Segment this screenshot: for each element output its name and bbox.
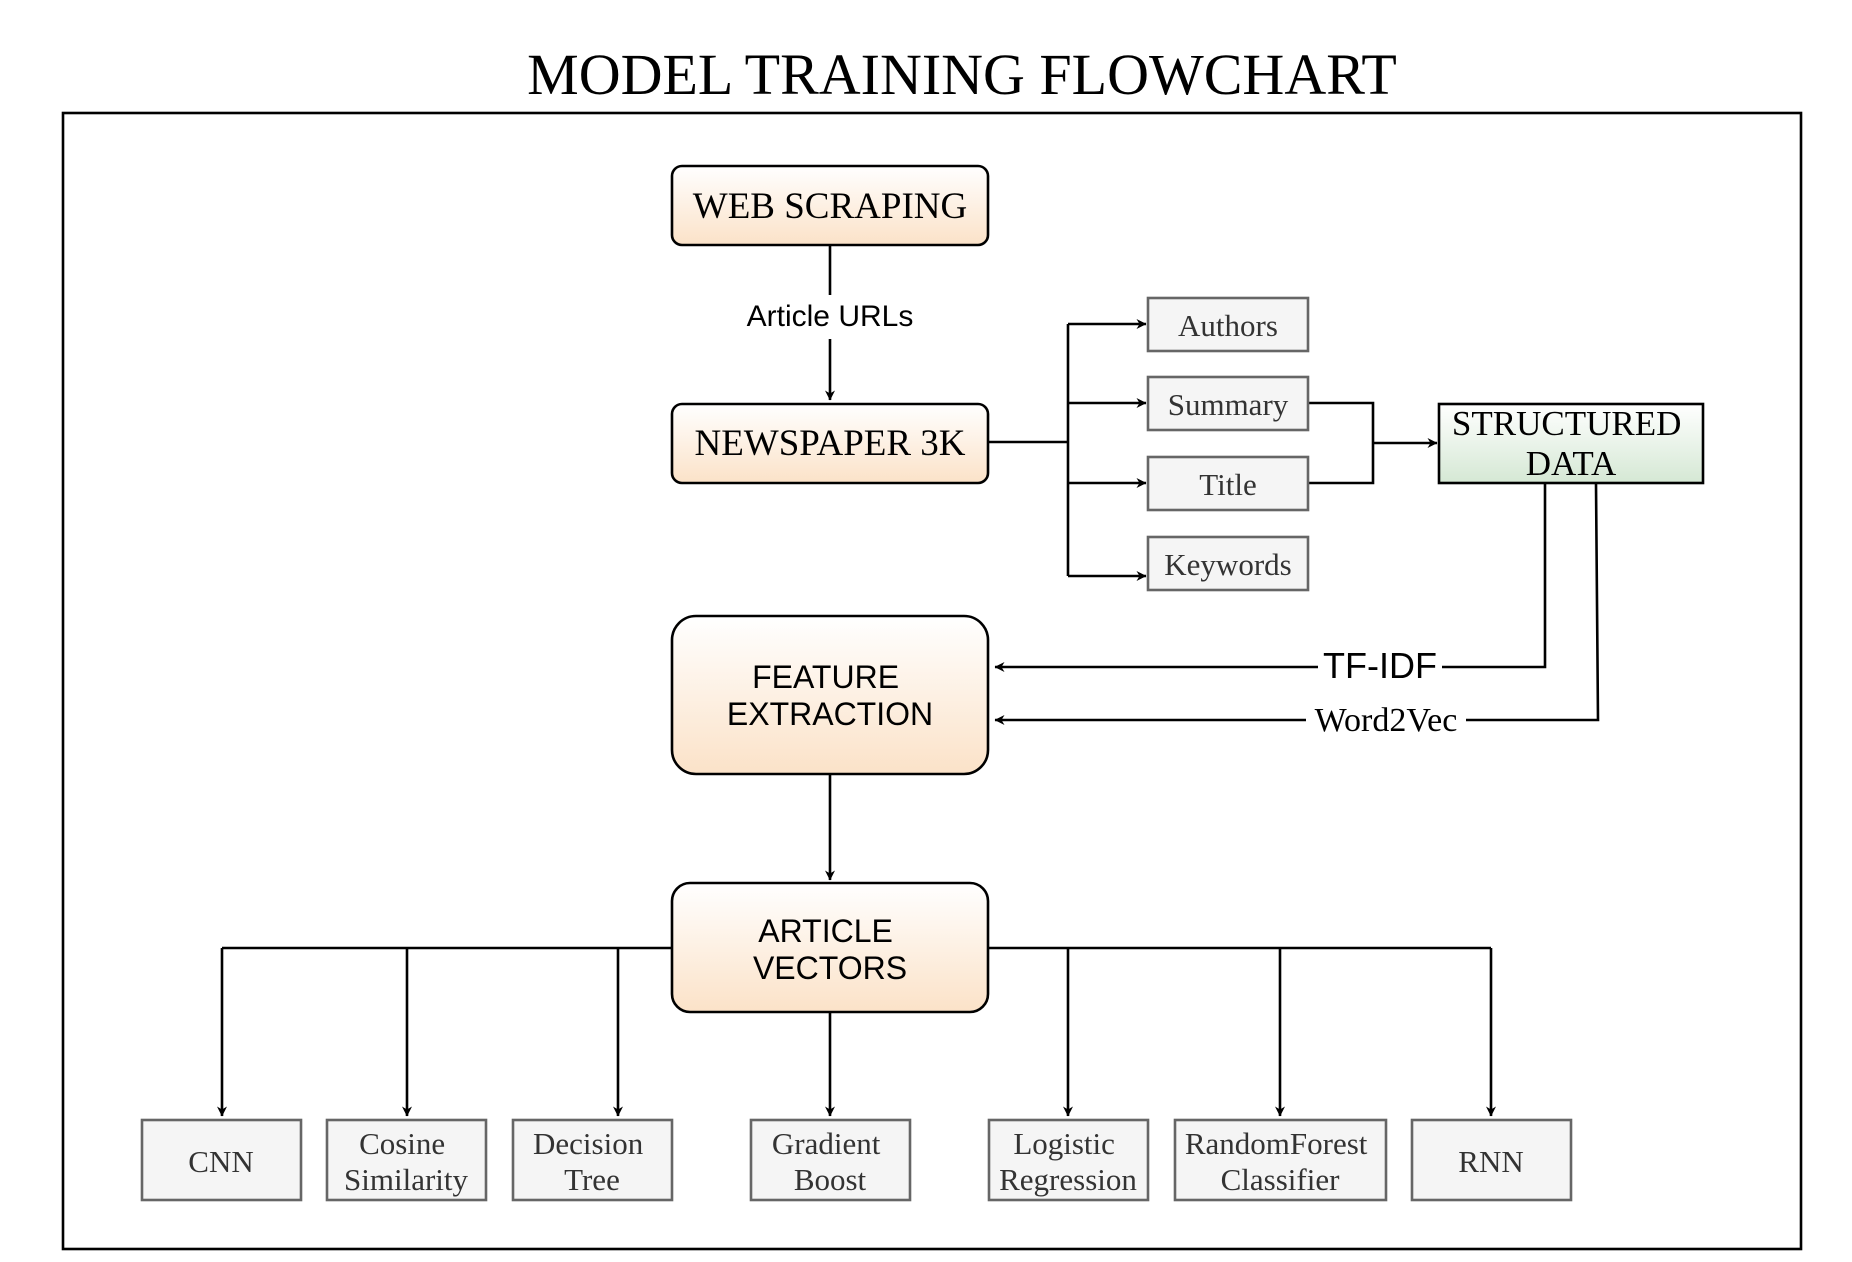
node-summary-line-1: Summary: [1168, 387, 1289, 422]
diagram-title: MODEL TRAINING FLOWCHART: [527, 42, 1397, 107]
node-decision-tree-label: Decision Tree: [533, 1126, 651, 1197]
node-feature-extraction-line-2: EXTRACTION: [727, 696, 933, 732]
edge-label-tfidf: TF-IDF: [1318, 645, 1442, 689]
node-structured-data-line-2: DATA: [1526, 444, 1617, 483]
node-decision-tree-line-1: Decision: [533, 1126, 644, 1161]
node-cosine-similarity-line-2: Similarity: [344, 1162, 469, 1197]
node-gradient-boost: Gradient Boost: [749, 1118, 912, 1202]
node-article-vectors-line-1: ARTICLE: [758, 913, 893, 949]
node-feature-extraction-label: FEATURE EXTRACTION: [727, 659, 933, 732]
node-summary-label: Summary: [1168, 387, 1289, 422]
node-title-line-1: Title: [1199, 467, 1256, 502]
edge-label-tfidf-text: TF-IDF: [1323, 645, 1437, 686]
node-cnn-label: CNN: [188, 1144, 253, 1179]
node-gradient-boost-line-2: Boost: [794, 1162, 867, 1197]
node-gradient-boost-label: Gradient Boost: [772, 1126, 888, 1197]
node-structured-data-label: STRUCTURED DATA: [1452, 404, 1690, 483]
node-decision-tree: Decision Tree: [511, 1118, 674, 1202]
node-newspaper-3k-line-1: NEWSPAPER 3K: [694, 423, 965, 464]
node-authors: Authors: [1146, 296, 1310, 353]
node-random-forest-classifier-label: RandomForest Classifier: [1185, 1126, 1375, 1197]
edge-summary-merge: [1306, 401, 1375, 485]
node-newspaper-3k-label: NEWSPAPER 3K: [694, 423, 965, 464]
node-keywords-label: Keywords: [1164, 547, 1291, 582]
node-structured-data: STRUCTURED DATA: [1437, 402, 1705, 485]
node-cosine-similarity: Cosine Similarity: [325, 1118, 488, 1202]
node-feature-extraction: FEATURE EXTRACTION: [670, 614, 990, 776]
node-cnn: CNN: [140, 1118, 303, 1202]
node-title: Title: [1146, 455, 1310, 512]
edge-label-article-urls: Article URLs: [738, 295, 922, 339]
edge-tfidf: [994, 484, 1547, 672]
node-rnn: RNN: [1410, 1118, 1573, 1202]
node-structured-data-line-1: STRUCTURED: [1452, 404, 1681, 443]
node-summary: Summary: [1146, 375, 1310, 432]
node-logistic-regression-line-1: Logistic: [1013, 1126, 1115, 1161]
node-web-scraping: WEB SCRAPING: [670, 164, 990, 247]
node-logistic-regression-line-2: Regression: [999, 1162, 1137, 1197]
node-gradient-boost-line-1: Gradient: [772, 1126, 881, 1161]
node-cosine-similarity-line-1: Cosine: [359, 1126, 445, 1161]
node-random-forest-classifier: RandomForest Classifier: [1173, 1118, 1388, 1202]
node-authors-label: Authors: [1178, 308, 1278, 343]
node-logistic-regression-label: Logistic Regression: [999, 1126, 1137, 1197]
edge-label-word2vec: Word2Vec: [1306, 700, 1466, 742]
node-authors-line-1: Authors: [1178, 308, 1278, 343]
node-web-scraping-line-1: WEB SCRAPING: [693, 186, 967, 227]
node-logistic-regression: Logistic Regression: [987, 1118, 1150, 1202]
node-keywords-line-1: Keywords: [1164, 547, 1291, 582]
edge-label-word2vec-text: Word2Vec: [1315, 702, 1458, 739]
node-article-vectors: ARTICLE VECTORS: [670, 881, 990, 1014]
diagram-frame: [61, 111, 1803, 1251]
node-rnn-line-1: RNN: [1458, 1144, 1523, 1179]
node-newspaper-3k: NEWSPAPER 3K: [670, 402, 990, 485]
node-feature-extraction-line-1: FEATURE: [752, 659, 899, 695]
edge-word2vec: [994, 483, 1600, 725]
node-web-scraping-label: WEB SCRAPING: [693, 186, 967, 227]
edge-label-article-urls-text: Article URLs: [747, 300, 914, 333]
node-keywords: Keywords: [1146, 535, 1310, 592]
node-article-vectors-label: ARTICLE VECTORS: [753, 913, 907, 986]
node-cosine-similarity-label: Cosine Similarity: [344, 1126, 469, 1197]
node-article-vectors-line-2: VECTORS: [753, 950, 907, 986]
node-rnn-label: RNN: [1458, 1144, 1523, 1179]
node-title-label: Title: [1199, 467, 1256, 502]
node-random-forest-classifier-line-2: Classifier: [1221, 1162, 1340, 1197]
node-decision-tree-line-2: Tree: [564, 1162, 620, 1197]
node-cnn-line-1: CNN: [188, 1144, 253, 1179]
node-random-forest-classifier-line-1: RandomForest: [1185, 1126, 1368, 1161]
